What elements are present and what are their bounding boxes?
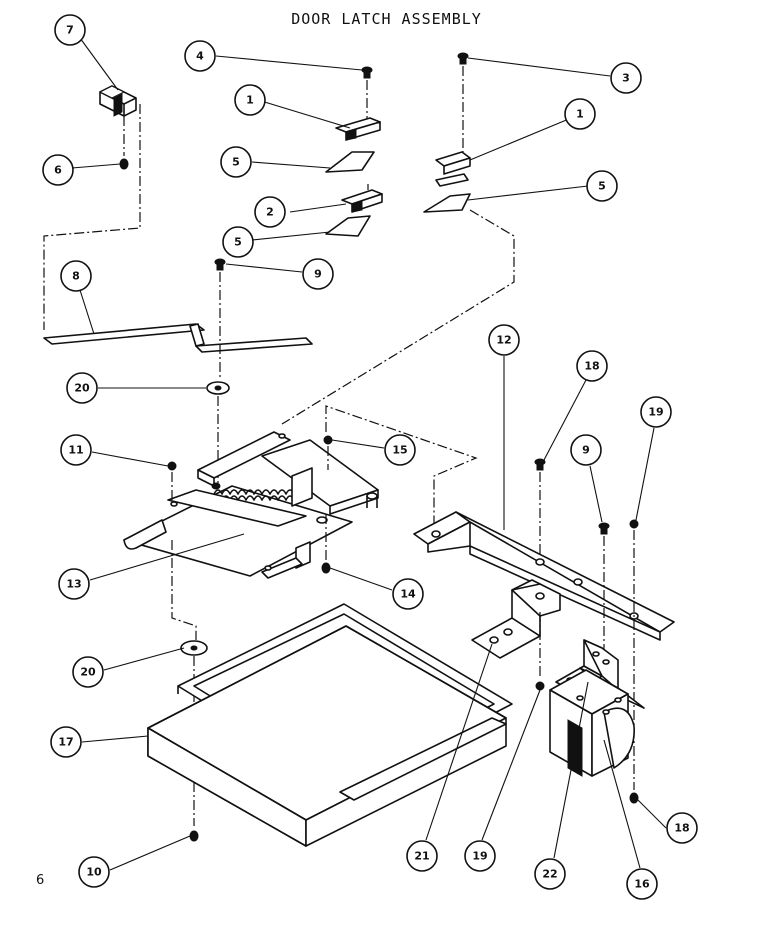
part-10-screw [189,830,199,842]
part-18-screw-lower [629,792,639,804]
svg-text:18: 18 [674,822,689,835]
svg-text:1: 1 [576,108,584,121]
svg-text:13: 13 [66,578,81,591]
svg-text:4: 4 [196,50,204,63]
svg-text:2: 2 [266,206,274,219]
callout-15: 15 [384,434,416,466]
callout-11: 11 [60,434,92,466]
callout-22: 22 [534,858,566,890]
diagram-title: DOOR LATCH ASSEMBLY [291,10,482,28]
svg-text:11: 11 [68,444,83,457]
callout-17: 17 [50,726,82,758]
part-11-screw [167,461,177,500]
svg-text:19: 19 [472,850,487,863]
callout-19-upper: 19 [640,396,672,428]
callout-18-lower: 18 [666,812,698,844]
svg-text:18: 18 [584,360,599,373]
callout-6: 6 [42,154,74,186]
callout-1-left: 1 [234,84,266,116]
part-5-pad-upper [325,151,375,173]
part-5-pad-lower [325,215,371,237]
part-5-pad-right [423,193,471,213]
svg-text:20: 20 [74,382,90,395]
svg-text:16: 16 [634,878,650,891]
part-4-screw [361,66,373,122]
callout-1-right: 1 [564,98,596,130]
callout-14: 14 [392,578,424,610]
callout-20-upper: 20 [66,372,98,404]
callout-18-upper: 18 [576,350,608,382]
callout-9-right: 9 [570,434,602,466]
svg-text:5: 5 [598,180,606,193]
svg-text:17: 17 [58,736,73,749]
part-15-screw [323,435,333,470]
part-12-bar [413,511,675,641]
svg-text:21: 21 [414,850,429,863]
svg-text:19: 19 [648,406,663,419]
part-18-screw-upper [534,458,546,556]
routing-line-5-latch [281,209,515,425]
callout-3: 3 [610,62,642,94]
callout-9-left: 9 [302,258,334,290]
callout-5-right: 5 [586,170,618,202]
callout-5-upper: 5 [220,146,252,178]
svg-text:15: 15 [392,444,407,457]
callout-10: 10 [78,856,110,888]
part-21-bracket [471,579,561,678]
callout-5-lower: 5 [222,226,254,258]
callout-7: 7 [54,14,86,46]
part-9-screw-right [598,522,610,656]
callout-19-lower: 19 [464,840,496,872]
callout-21: 21 [406,840,438,872]
svg-text:22: 22 [542,868,557,881]
part-19-nut-lower [535,681,545,691]
svg-text:9: 9 [314,268,322,281]
part-14-screw [321,514,331,574]
svg-text:5: 5 [232,156,240,169]
part-1-bracket-left [335,117,381,141]
callout-2: 2 [254,196,286,228]
callout-16: 16 [626,868,658,900]
svg-text:20: 20 [80,666,96,679]
part-8-flat-strip [43,323,313,353]
part-2-bracket [341,184,383,213]
part-19-nut-upper [629,519,639,790]
routing-line-7-8 [43,104,141,330]
callout-13: 13 [58,568,90,600]
svg-text:3: 3 [622,72,630,85]
callout-4: 4 [184,40,216,72]
svg-text:8: 8 [72,270,80,283]
leader-lines [71,37,667,871]
part-13-latch-mechanism [123,431,379,579]
callout-20-lower: 20 [72,656,104,688]
routing-line-13-20 [171,540,197,640]
svg-text:9: 9 [582,444,590,457]
page-number: 6 [36,873,45,888]
part-16-solenoid [549,667,645,777]
svg-text:12: 12 [496,334,511,347]
svg-text:6: 6 [54,164,62,177]
svg-text:14: 14 [400,588,416,601]
callout-8: 8 [60,260,92,292]
svg-text:10: 10 [86,866,102,879]
svg-text:7: 7 [66,24,74,37]
part-6-screw [119,116,129,170]
part-9-screw-left [214,258,226,378]
part-7-latch-block [98,85,137,117]
svg-text:5: 5 [234,236,242,249]
part-1-bracket-right [435,151,471,187]
routing-line-15-12 [325,405,478,524]
callout-12: 12 [488,324,520,356]
svg-text:1: 1 [246,94,254,107]
part-3-screw [457,52,469,152]
part-17-tray [147,603,513,847]
